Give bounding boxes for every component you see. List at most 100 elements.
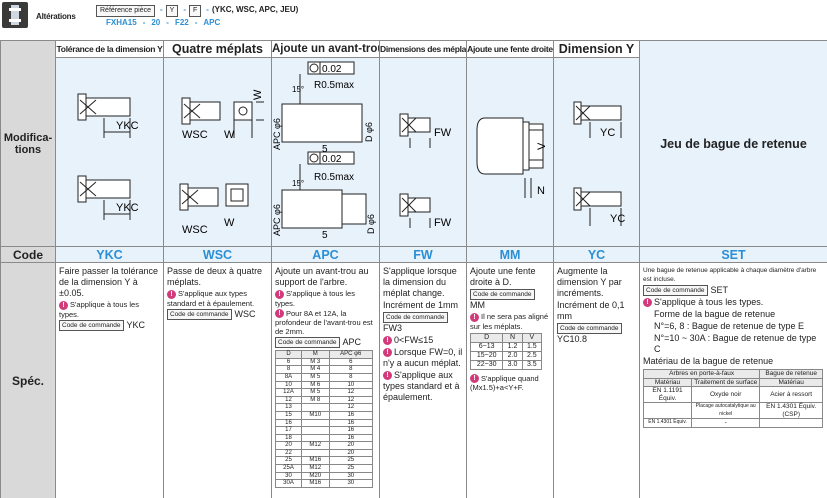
command-code-box: Code de commande [275, 337, 340, 349]
table-cell: 20 [275, 441, 302, 450]
diagram-apc: 0.02 R0.5max 15° APC φ6 5 D φ6 0.02 R0.5… [271, 57, 380, 247]
apc-angle-bottom: 15° [292, 179, 304, 188]
table-cell: 12A [275, 388, 302, 397]
table-cell: 25 [328, 456, 374, 466]
command-code-box: Code de commande [470, 289, 535, 301]
apc-tol-bottom: 0.02 [322, 154, 342, 165]
table-cell: 13 [275, 403, 302, 412]
pin-icon: ! [59, 300, 68, 310]
ykc-label-top: YKC [116, 120, 139, 132]
command-code-box: Code de commande [383, 312, 448, 324]
table-cell: 12 [328, 388, 374, 397]
apc-depth-bottom: 5 [322, 230, 328, 241]
table-cell: M 3 [300, 357, 330, 367]
table-cell: 18 [275, 433, 302, 443]
reference-box: Référence pièce [96, 5, 155, 17]
table-cell [300, 448, 330, 458]
table-cell: 6~13 [469, 341, 504, 352]
table-cell: 3.0 [502, 359, 523, 370]
spec-fw: S'applique lorsque la dimension du mépla… [379, 262, 467, 498]
col-header-ykc: Tolérance de la dimension Y [55, 40, 164, 58]
apc-radius-top: R0.5max [314, 80, 354, 91]
table-cell: 12 [275, 395, 302, 405]
spec-mm: Ajoute une fente droite à D. Code de com… [466, 262, 554, 498]
code-wsc: WSC [163, 246, 272, 263]
wsc-w-top: W [224, 129, 235, 141]
wsc-w-side: W [252, 89, 264, 100]
table-cell: 1.2 [502, 341, 523, 352]
ref-options: (YKC, WSC, APC, JEU) [211, 5, 299, 14]
row-label-code: Code [0, 246, 56, 263]
table-cell: M 5 [300, 372, 330, 382]
apc-shaft-bottom: D φ6 [366, 214, 376, 234]
command-code-box: Code de commande [167, 308, 232, 320]
table-cell: 3.5 [521, 359, 543, 370]
apc-dia-bottom: APC φ6 [272, 204, 282, 236]
table-cell: M20 [300, 471, 330, 481]
table-cell: 30 [275, 471, 302, 481]
table-cell: 8 [328, 372, 374, 382]
spec-set: Une bague de retenue applicable à chaque… [639, 262, 827, 498]
code-mm: MM [466, 246, 554, 263]
apc-depth-top: 5 [322, 144, 328, 155]
ref-f-box: F [189, 5, 202, 17]
apc-shaft-top: D φ6 [364, 122, 374, 142]
table-cell: M12 [300, 464, 330, 473]
code-apc: APC [271, 246, 380, 263]
fw-label-top: FW [434, 127, 452, 139]
pin-icon: ! [643, 298, 652, 308]
pin-icon: ! [275, 289, 284, 299]
code-set: SET [639, 246, 827, 263]
pin-icon: ! [470, 374, 479, 384]
pin-icon: ! [383, 336, 392, 346]
diagram-mm: V N [466, 57, 554, 247]
table-cell: 30A [275, 479, 302, 488]
table-cell: M12 [300, 441, 330, 450]
table-cell: M 4 [300, 365, 330, 374]
alterations-label: Altérations [36, 12, 76, 21]
command-code-box: Code de commande [59, 319, 124, 331]
col-header-apc: Ajoute un avant-trou [271, 40, 380, 58]
col-header-fw: Dimensions des méplats [379, 40, 467, 58]
spec-wsc: Passe de deux à quatre méplats. !S'appli… [163, 262, 272, 498]
spec-yc: Augmente la dimension Y par incréments. … [553, 262, 640, 498]
table-cell: M 8 [300, 395, 330, 405]
ref-y-box: Y [165, 5, 179, 17]
row-label-spec: Spéc. [0, 262, 56, 498]
table-cell: 1.5 [521, 341, 543, 352]
table-cell: 22 [275, 448, 302, 458]
code-ykc: YKC [55, 246, 164, 263]
command-code-box: Code de commande [643, 285, 708, 297]
alterations-logo-icon [2, 2, 28, 28]
alterations-table: Modifica- tions Tolérance de la dimensio… [0, 40, 827, 498]
yc-label-top: YC [600, 127, 615, 139]
col-header-wsc: Quatre méplats [163, 40, 272, 58]
table-cell: 6 [275, 357, 302, 367]
table-cell: 17 [275, 426, 302, 435]
apc-tol-top: 0.02 [322, 64, 342, 75]
code-yc: YC [553, 246, 640, 263]
table-cell [300, 426, 330, 435]
pin-icon: ! [383, 348, 392, 358]
table-cell: 2.5 [521, 350, 543, 361]
table-cell: 30 [328, 479, 374, 488]
table-cell: 25A [275, 464, 302, 473]
table-cell: 16 [328, 426, 374, 435]
table-cell: 6 [328, 357, 374, 367]
pin-icon: ! [470, 312, 479, 322]
